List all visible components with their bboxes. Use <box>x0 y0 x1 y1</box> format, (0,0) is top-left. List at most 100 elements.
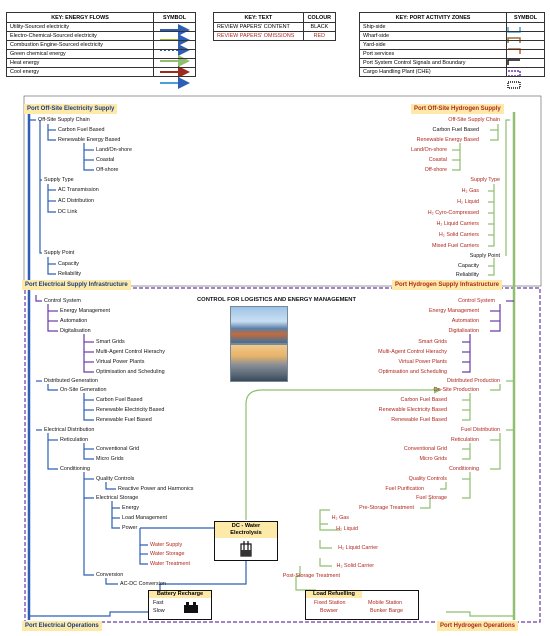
diagram-node: H₂ Solid Carrier <box>336 563 374 569</box>
diagram-node: Virtual Power Plants <box>96 359 145 365</box>
battery-recharge-box: Battery Recharge Fast Slow <box>148 590 212 620</box>
diagram-node: Supply Type <box>470 177 500 183</box>
diagram-node: Micro Grids <box>419 456 447 462</box>
diagram-node: Mixed Fuel Carriers <box>431 243 479 249</box>
diagram-node: Smart Grids <box>418 339 447 345</box>
diagram-node: Post-Storage Treatment <box>282 573 340 579</box>
diagram-node: DC Link <box>58 209 78 215</box>
dc-electrolysis-title: DC - Water Electrolysis <box>215 522 277 538</box>
key-text-colour: BLACK <box>302 22 337 32</box>
diagram-node: Fuel Storage <box>416 495 447 501</box>
diagram-node: Reactive Power and Harmonics <box>118 486 194 492</box>
diagram-node: Quality Controls <box>96 476 135 482</box>
diagram-node: Optimisation and Scheduling <box>96 369 165 375</box>
diagram-node: Pre-Storage Treatment <box>359 505 414 511</box>
diagram-node: Capacity <box>58 261 79 267</box>
diagram-node: Electrical Distribution <box>44 427 95 433</box>
diagram-node: Carbon Fuel Based <box>96 397 143 403</box>
key-zone-row: Yard-side <box>359 40 507 50</box>
diagram-node: Digitalisation <box>448 328 479 334</box>
diagram-node: Off-shore <box>424 167 447 173</box>
diagram-node: Reticulation <box>60 437 89 443</box>
diagram-node: Conditioning <box>60 466 90 472</box>
battery-slow: Slow <box>153 608 165 614</box>
diagram-node: Renewable Electricity Based <box>96 407 165 413</box>
diagram-node: Digitalisation <box>60 328 91 334</box>
diagram-node: Energy Management <box>428 308 479 314</box>
diagram-node: On-Site Production <box>433 387 479 393</box>
key-zone-row: Port services <box>359 49 507 59</box>
diagram-node: H₂ Liquid <box>336 526 358 532</box>
battery-recharge-title: Battery Recharge <box>149 591 211 598</box>
diagram-node: Coastal <box>428 157 447 163</box>
diagram-node: H₂ Liquid Carrier <box>338 545 378 551</box>
key-text-row: REVIEW PAPERS' OMISSIONS <box>213 31 304 41</box>
diagram-node: AC-DC Conversion <box>120 581 166 587</box>
bowser: Bowser <box>320 608 338 614</box>
diagram-node: Water Storage <box>150 551 185 557</box>
diagram-node: H₂ Gas <box>461 188 479 194</box>
diagram-node: Fuel Distribution <box>461 427 500 433</box>
diagram-node: Conditioning <box>449 466 479 472</box>
diagram-node: Renewable Fuel Based <box>96 417 152 423</box>
key-text-header: KEY: TEXT <box>213 12 304 23</box>
key-flow-row: Green chemical energy <box>6 49 154 59</box>
diagram-node: Control System <box>44 298 81 304</box>
diagram-node: Fuel Purification <box>385 486 424 492</box>
diagram-node: Carbon Fuel Based <box>400 397 447 403</box>
key-text-colour-header: COLOUR <box>302 12 337 23</box>
key-text-row: REVIEW PAPERS' CONTENT <box>213 22 304 32</box>
key-flow-row: Cool energy <box>6 67 154 77</box>
elec-ops-title: Port Electrical Operations <box>22 621 102 631</box>
diagram-node: Distributed Generation <box>44 378 98 384</box>
diagram-node: Energy <box>122 505 140 511</box>
diagram-node: Land/On-shore <box>96 147 132 153</box>
diagram-node: Capacity <box>458 263 479 269</box>
diagram-node: Power <box>122 525 138 531</box>
diagram-node: Micro Grids <box>96 456 124 462</box>
key-zone-row: Ship-side <box>359 22 507 32</box>
key-flows-header: KEY: ENERGY FLOWS <box>6 12 154 23</box>
diagram-node: Renewable Fuel Based <box>391 417 447 423</box>
fixed-station: Fixed Station <box>314 600 346 606</box>
diagram-node: Reticulation <box>450 437 479 443</box>
diagram-node: Off-Site Supply Chain <box>38 117 90 123</box>
diagram-node: Supply Type <box>44 177 74 183</box>
diagram-node: Conventional Grid <box>96 446 140 452</box>
key-zone-row: Wharf-side <box>359 31 507 41</box>
diagram-node: Automation <box>60 318 88 324</box>
diagram-node: Carbon Fuel Based <box>58 127 105 133</box>
key-text-colour: RED <box>302 31 337 41</box>
bunker-barge: Bunker Barge <box>370 608 403 614</box>
diagram-node: On-Site Generation <box>60 387 107 393</box>
key-flows-symbol-header: SYMBOL <box>153 12 196 23</box>
h2-supply-infra: Port Hydrogen Supply Infrastructure <box>392 280 503 290</box>
diagram-node: Multi-Agent Control Hierachy <box>96 349 165 355</box>
mobile-station: Mobile Station <box>368 600 403 606</box>
diagram-node: Distributed Production <box>446 378 500 384</box>
diagram-node: Optimisation and Scheduling <box>378 369 447 375</box>
diagram-node: Energy Management <box>60 308 111 314</box>
diagram-node: Water Treatment <box>150 561 190 567</box>
diagram-node: Automation <box>451 318 479 324</box>
diagram-node: Electrical Storage <box>96 495 139 501</box>
diagram-node: Conversion <box>96 572 124 578</box>
diagram-node: H₂ Gas <box>331 515 349 521</box>
diagram-node: Conventional Grid <box>403 446 447 452</box>
diagram-node: Land/On-shore <box>411 147 447 153</box>
load-refuelling-box: Load Refuelling Fixed Station Bowser Mob… <box>305 590 419 620</box>
diagram-node: H₂ Solid Carriers <box>438 232 479 238</box>
diagram-node: Renewable Electricity Based <box>378 407 447 413</box>
key-flow-row: Heat energy <box>6 58 154 68</box>
key-flow-row: Utility-Sourced electricity <box>6 22 154 32</box>
electrolyser-icon <box>240 541 252 557</box>
diagram-node: Smart Grids <box>96 339 125 345</box>
key-zones-header: KEY: PORT ACTIVITY ZONES <box>359 12 507 23</box>
diagram-node: Off-shore <box>96 167 119 173</box>
h2-ops-title: Port Hydrogen Operations <box>437 621 519 631</box>
diagram-node: H₂ Cyro-Compressed <box>427 210 479 216</box>
diagram-node: Virtual Power Plants <box>398 359 447 365</box>
diagram-node: Supply Point <box>44 250 75 256</box>
